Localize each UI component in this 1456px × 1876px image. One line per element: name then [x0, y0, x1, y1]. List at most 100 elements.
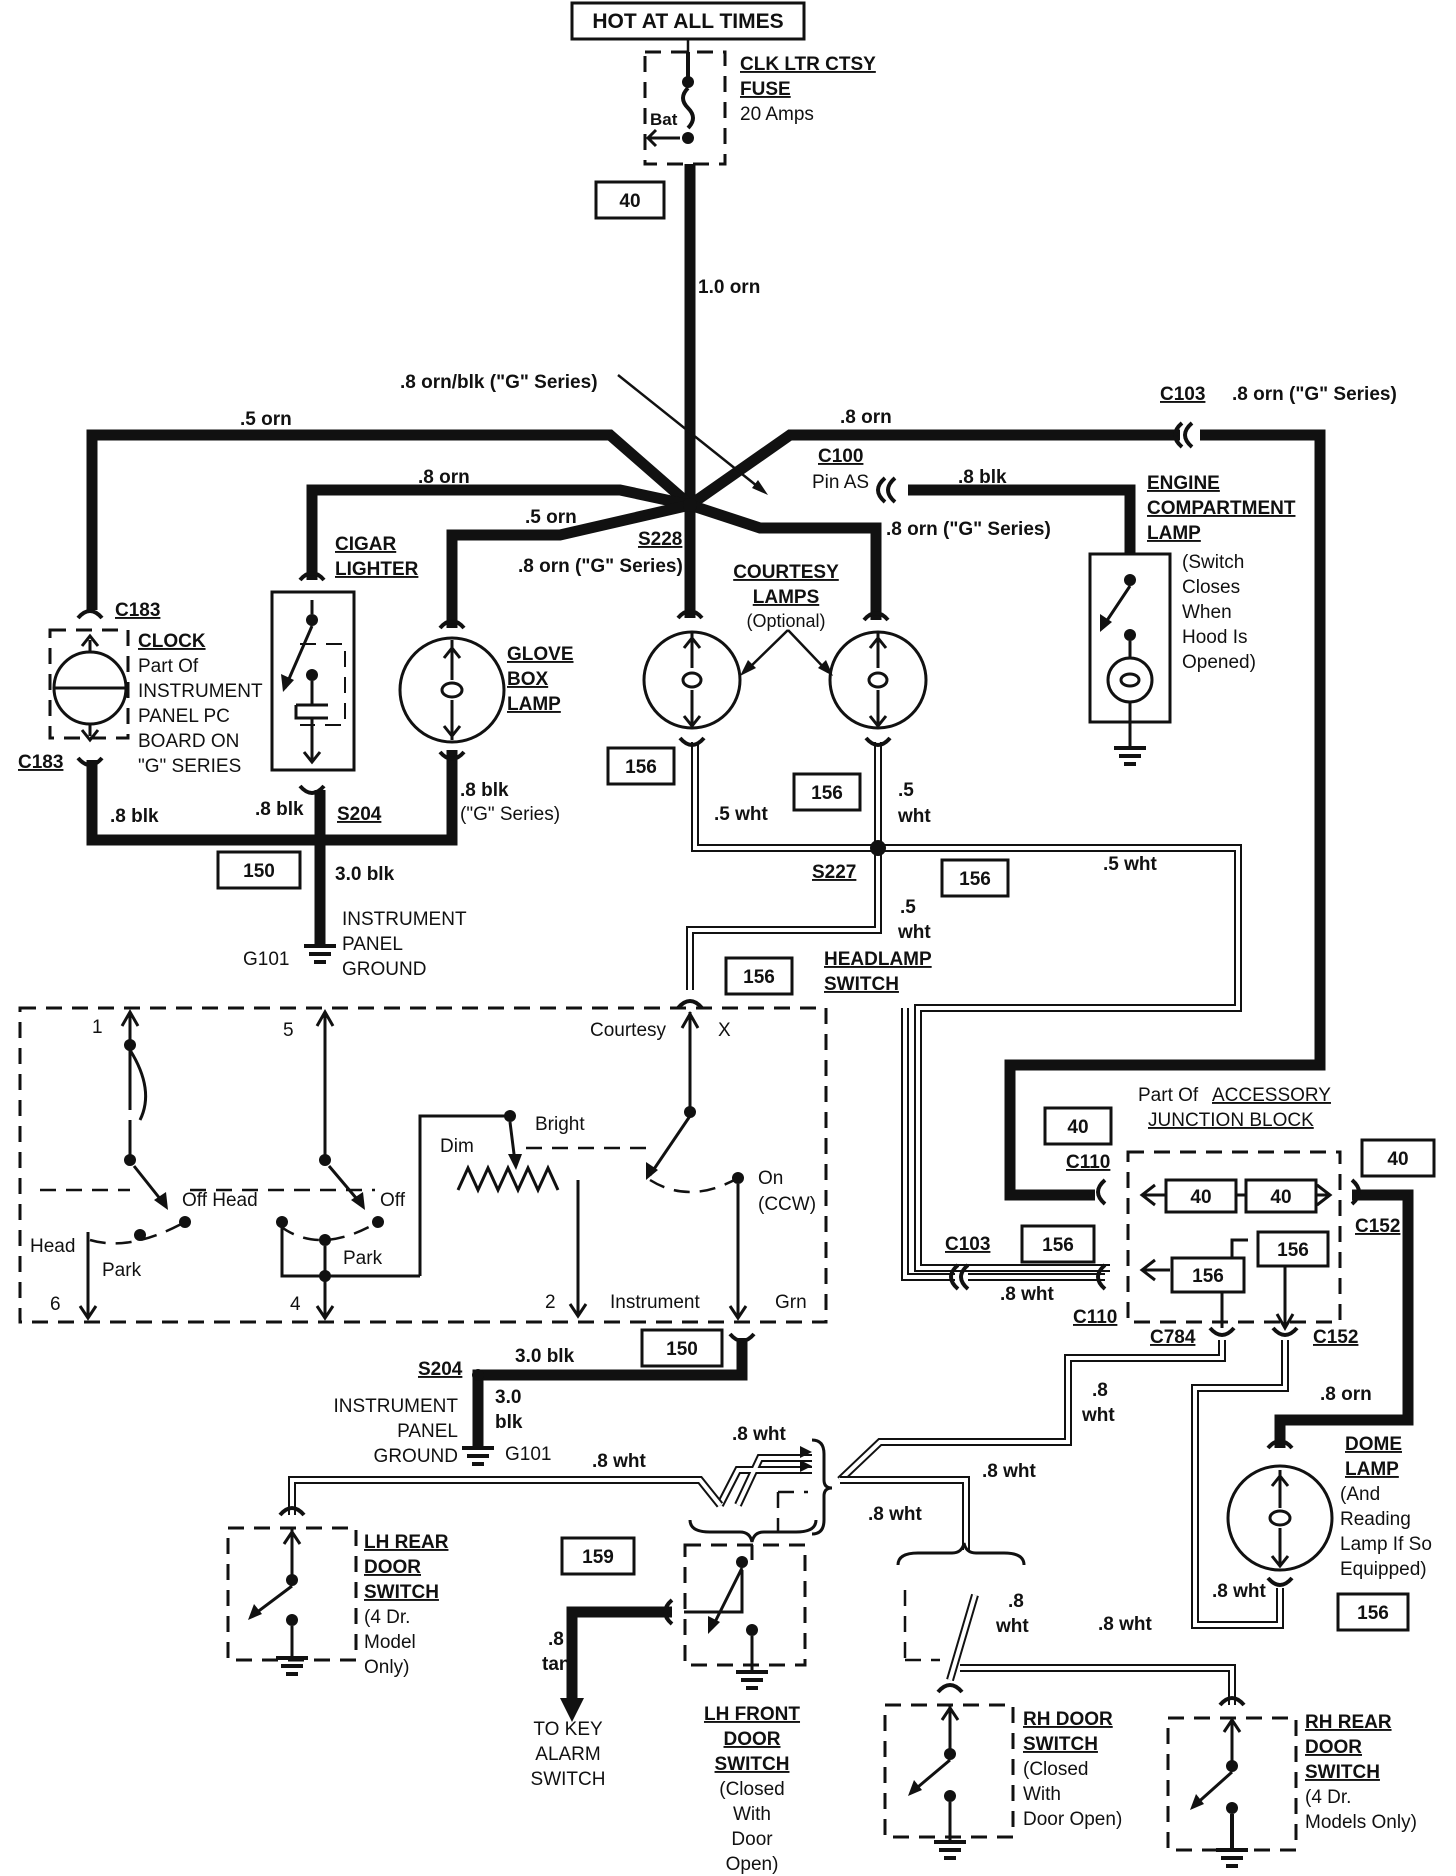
svg-text:.8 orn ("G" Series): .8 orn ("G" Series): [1232, 384, 1397, 405]
svg-text:Off Head: Off Head: [182, 1190, 258, 1211]
svg-text:C784: C784: [1150, 1327, 1196, 1348]
svg-text:Opened): Opened): [1182, 652, 1256, 673]
svg-text:40: 40: [1270, 1187, 1291, 1208]
svg-text:.5: .5: [900, 897, 916, 918]
brace-icon: [811, 1438, 833, 1536]
svg-text:.5: .5: [898, 780, 914, 801]
white-wires: [288, 742, 1289, 1705]
courtesy-lamp-left: [642, 609, 742, 747]
svg-text:.8: .8: [1008, 1591, 1024, 1612]
ground-icon: [1114, 746, 1146, 766]
svg-text:G101: G101: [243, 949, 289, 970]
svg-text:X: X: [718, 1020, 731, 1041]
svg-text:1.0 orn: 1.0 orn: [698, 277, 760, 298]
rheostat-icon: [456, 1164, 560, 1194]
svg-text:Instrument: Instrument: [610, 1292, 700, 1313]
svg-text:LH FRONT: LH FRONT: [704, 1704, 800, 1725]
fuse-element-icon: [681, 86, 695, 130]
svg-text:ALARM: ALARM: [535, 1744, 600, 1765]
svg-text:Part Of: Part Of: [1138, 1085, 1199, 1106]
ref-box-150-bottom: 150: [640, 1328, 724, 1368]
svg-text:150: 150: [243, 861, 275, 882]
cigar-title-1: CIGAR: [335, 534, 397, 555]
svg-text:150: 150: [666, 1339, 698, 1360]
svg-text:.8 orn/blk ("G" Series): .8 orn/blk ("G" Series): [400, 372, 598, 393]
svg-text:(Switch: (Switch: [1182, 552, 1244, 573]
svg-text:1: 1: [92, 1017, 103, 1038]
svg-text:S204: S204: [418, 1359, 463, 1380]
ref-box-40-inner-right: 40: [1244, 1178, 1318, 1214]
svg-text:.8 wht: .8 wht: [868, 1504, 923, 1525]
hot-at-all-times-label: HOT AT ALL TIMES: [592, 10, 783, 33]
svg-text:S227: S227: [812, 862, 856, 883]
svg-text:.5 wht: .5 wht: [714, 804, 769, 825]
svg-text:.8: .8: [548, 1629, 564, 1650]
ref-box-150-top: 150: [216, 850, 302, 890]
c103-mid-connector: [949, 1263, 970, 1291]
fuse-name-1: CLK LTR CTSY: [740, 54, 876, 75]
svg-text:3.0: 3.0: [495, 1387, 521, 1408]
ref-box-156-c103: 156: [1020, 1224, 1096, 1264]
svg-text:156: 156: [1042, 1235, 1074, 1256]
svg-text:INSTRUMENT: INSTRUMENT: [138, 681, 263, 702]
svg-text:.5 orn: .5 orn: [525, 507, 577, 528]
svg-text:("G" Series): ("G" Series): [460, 804, 560, 825]
lh-rear-door-switch: [226, 1506, 358, 1676]
svg-text:156: 156: [959, 869, 991, 890]
svg-text:C100: C100: [818, 446, 863, 467]
svg-text:LAMPS: LAMPS: [753, 587, 820, 608]
svg-text:156: 156: [1277, 1240, 1309, 1261]
svg-text:Equipped): Equipped): [1340, 1559, 1427, 1580]
svg-text:.5 orn: .5 orn: [240, 409, 292, 430]
ref-box-40-junction: 40: [1043, 1106, 1113, 1146]
svg-text:3.0 blk: 3.0 blk: [335, 864, 395, 885]
svg-text:C152: C152: [1355, 1216, 1400, 1237]
svg-text:SWITCH: SWITCH: [715, 1754, 790, 1775]
svg-text:40: 40: [1190, 1187, 1211, 1208]
svg-text:wht: wht: [1081, 1405, 1115, 1426]
svg-text:(Closed: (Closed: [719, 1779, 784, 1800]
svg-text:Only): Only): [364, 1657, 409, 1678]
svg-text:SWITCH: SWITCH: [364, 1582, 439, 1603]
svg-text:RH REAR: RH REAR: [1305, 1712, 1392, 1733]
svg-text:G101: G101: [505, 1444, 551, 1465]
svg-text:SWITCH: SWITCH: [1305, 1762, 1380, 1783]
c183-bottom-label: C183: [18, 752, 63, 773]
bulb-filament-icon: [867, 671, 889, 689]
svg-text:Pin AS: Pin AS: [812, 472, 869, 493]
svg-text:Part Of: Part Of: [138, 656, 199, 677]
lh-front-door-switch: [663, 1543, 807, 1690]
svg-text:With: With: [733, 1804, 771, 1825]
svg-text:PANEL: PANEL: [397, 1421, 458, 1442]
arrow-down-icon: [560, 1698, 584, 1722]
svg-text:When: When: [1182, 602, 1232, 623]
svg-text:156: 156: [1192, 1266, 1224, 1287]
svg-text:(Optional): (Optional): [746, 611, 825, 631]
svg-text:S228: S228: [638, 529, 682, 550]
svg-text:On: On: [758, 1168, 783, 1189]
clock-title: CLOCK: [138, 631, 206, 652]
svg-text:INSTRUMENT: INSTRUMENT: [342, 909, 467, 930]
svg-text:DOOR: DOOR: [364, 1557, 421, 1578]
svg-text:DOOR: DOOR: [1305, 1737, 1362, 1758]
svg-text:40: 40: [1387, 1149, 1408, 1170]
svg-text:.8 wht: .8 wht: [592, 1451, 647, 1472]
svg-text:ACCESSORY: ACCESSORY: [1212, 1085, 1331, 1106]
svg-text:40: 40: [619, 191, 640, 212]
ref-box-40-right: 40: [1360, 1138, 1436, 1178]
svg-text:GROUND: GROUND: [374, 1446, 458, 1467]
svg-text:.8: .8: [1092, 1380, 1108, 1401]
svg-text:wht: wht: [897, 806, 931, 827]
fuse-name-2: FUSE: [740, 79, 791, 100]
glove-box-lamp: [398, 619, 506, 761]
svg-text:.8 orn ("G" Series): .8 orn ("G" Series): [518, 556, 683, 577]
svg-text:156: 156: [743, 967, 775, 988]
svg-text:.8 orn ("G" Series): .8 orn ("G" Series): [886, 519, 1051, 540]
svg-text:.8 blk: .8 blk: [460, 780, 509, 801]
ref-box-156-s227: 156: [940, 858, 1010, 898]
brace-icon: [688, 1519, 818, 1543]
svg-text:.8 wht: .8 wht: [1212, 1581, 1267, 1602]
svg-text:S204: S204: [337, 804, 382, 825]
svg-text:.8 orn: .8 orn: [418, 467, 470, 488]
